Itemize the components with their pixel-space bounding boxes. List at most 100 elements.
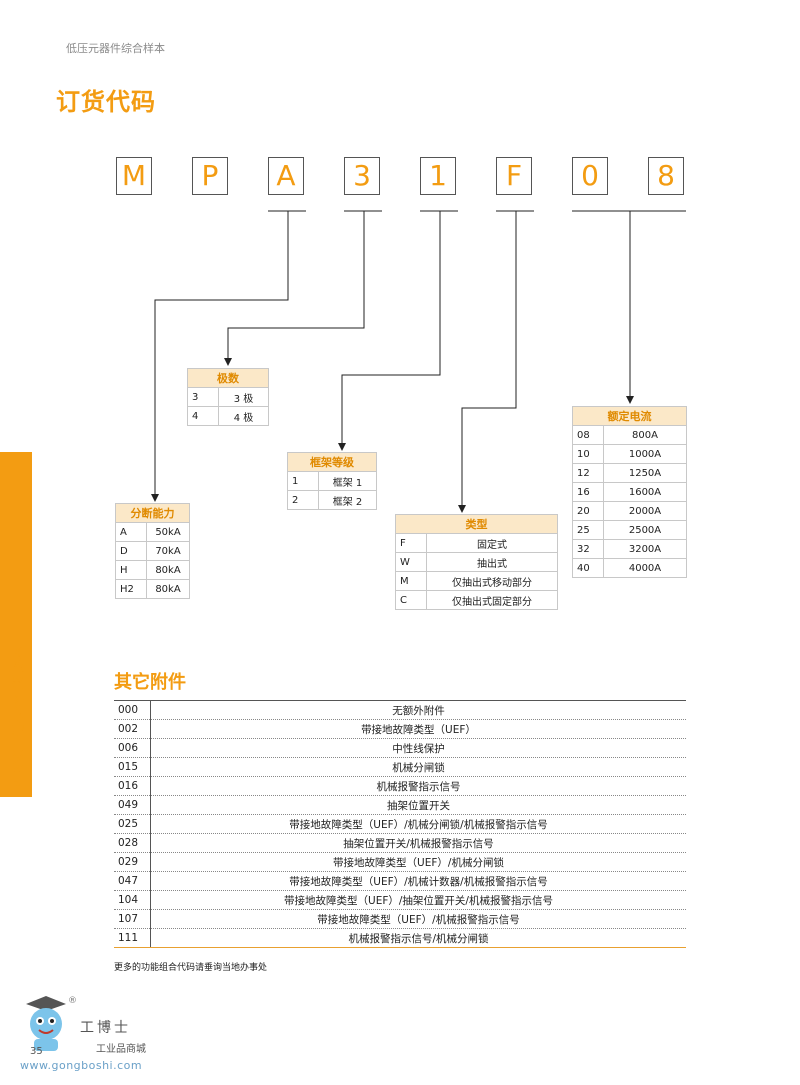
code-letter-6: F bbox=[496, 157, 532, 195]
table-cell: 20 bbox=[572, 501, 604, 521]
table-cell: 2500A bbox=[603, 520, 687, 540]
table-cell: 3 极 bbox=[218, 387, 269, 407]
page-number: 35 bbox=[30, 1046, 43, 1057]
table-cell: W bbox=[395, 552, 427, 572]
code-letter-2: P bbox=[192, 157, 228, 195]
side-accent-bar bbox=[0, 452, 32, 797]
table-cell: 4000A bbox=[603, 558, 687, 578]
table-cell: 80kA bbox=[146, 560, 190, 580]
code-letter-8: 8 bbox=[648, 157, 684, 195]
accessory-description: 带接地故障类型（UEF）/抽架位置开关/机械报警指示信号 bbox=[150, 890, 686, 910]
registered-mark: ® bbox=[68, 996, 77, 1006]
site-url: www.gongboshi.com bbox=[20, 1059, 143, 1072]
table-cell: 2000A bbox=[603, 501, 687, 521]
accessory-description: 抽架位置开关/机械报警指示信号 bbox=[150, 833, 686, 853]
mascot-logo-icon bbox=[26, 996, 66, 1051]
accessory-code: 107 bbox=[114, 909, 151, 929]
table-cell: 1250A bbox=[603, 463, 687, 483]
code-letter-1: M bbox=[116, 157, 152, 195]
logo-subtitle: 工业品商城 bbox=[96, 1044, 146, 1055]
table-cell: 1600A bbox=[603, 482, 687, 502]
frame-table-title: 框架等级 bbox=[287, 452, 377, 472]
table-cell: 10 bbox=[572, 444, 604, 464]
table-cell: 70kA bbox=[146, 541, 190, 561]
accessory-code: 016 bbox=[114, 776, 151, 796]
accessory-description: 带接地故障类型（UEF）/机械报警指示信号 bbox=[150, 909, 686, 929]
accessory-description: 中性线保护 bbox=[150, 738, 686, 758]
table-cell: 抽出式 bbox=[426, 552, 558, 572]
table-cell: 50kA bbox=[146, 522, 190, 542]
accessory-description: 抽架位置开关 bbox=[150, 795, 686, 815]
logo-text: 工博士 bbox=[80, 1020, 131, 1036]
side-section-label: M-PACT 低压空气断路器 bbox=[12, 646, 27, 790]
code-letter-7: 0 bbox=[572, 157, 608, 195]
table-cell: 1000A bbox=[603, 444, 687, 464]
accessory-code: 015 bbox=[114, 757, 151, 777]
breaking-table-title: 分断能力 bbox=[115, 503, 190, 523]
accessories-title: 其它附件 bbox=[114, 672, 186, 693]
table-cell: 80kA bbox=[146, 579, 190, 599]
poles-table-title: 极数 bbox=[187, 368, 269, 388]
table-cell: 3 bbox=[187, 387, 219, 407]
accessory-description: 带接地故障类型（UEF）/机械分闸锁 bbox=[150, 852, 686, 872]
accessory-description: 机械报警指示信号 bbox=[150, 776, 686, 796]
table-cell: 仅抽出式移动部分 bbox=[426, 571, 558, 591]
accessory-code: 049 bbox=[114, 795, 151, 815]
accessory-code: 047 bbox=[114, 871, 151, 891]
table-cell: 1 bbox=[287, 471, 319, 491]
accessory-code: 002 bbox=[114, 719, 151, 739]
accessory-description: 机械报警指示信号/机械分闸锁 bbox=[150, 928, 686, 948]
table-cell: 仅抽出式固定部分 bbox=[426, 590, 558, 610]
accessory-code: 104 bbox=[114, 890, 151, 910]
table-cell: 12 bbox=[572, 463, 604, 483]
table-cell: 16 bbox=[572, 482, 604, 502]
table-cell: 08 bbox=[572, 425, 604, 445]
connector-lines bbox=[151, 210, 686, 513]
page-title: 订货代码 bbox=[56, 88, 156, 116]
table-cell: H bbox=[115, 560, 147, 580]
accessory-code: 000 bbox=[114, 700, 151, 720]
table-cell: 固定式 bbox=[426, 533, 558, 553]
table-cell: 32 bbox=[572, 539, 604, 559]
accessory-description: 带接地故障类型（UEF） bbox=[150, 719, 686, 739]
accessory-description: 带接地故障类型（UEF）/机械分闸锁/机械报警指示信号 bbox=[150, 814, 686, 834]
table-cell: 800A bbox=[603, 425, 687, 445]
accessory-code: 006 bbox=[114, 738, 151, 758]
accessory-code: 025 bbox=[114, 814, 151, 834]
table-cell: 2 bbox=[287, 490, 319, 510]
table-cell: F bbox=[395, 533, 427, 553]
table-cell: A bbox=[115, 522, 147, 542]
code-letter-5: 1 bbox=[420, 157, 456, 195]
code-letter-3: A bbox=[268, 157, 304, 195]
type-table-title: 类型 bbox=[395, 514, 558, 534]
table-cell: C bbox=[395, 590, 427, 610]
